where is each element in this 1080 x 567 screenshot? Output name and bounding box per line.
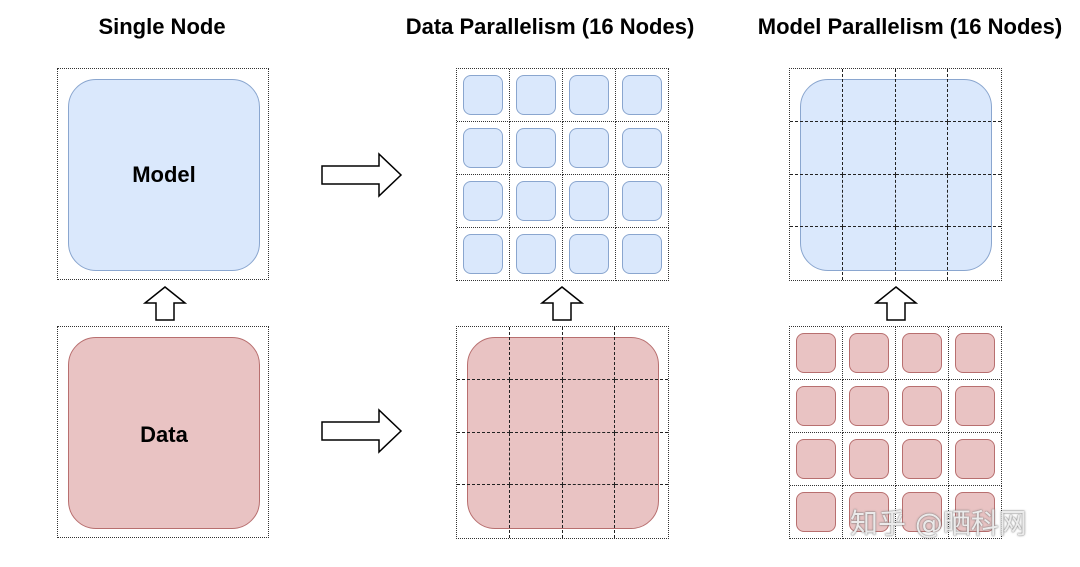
single-node-title: Single Node bbox=[98, 14, 226, 39]
model-replica bbox=[516, 234, 556, 274]
data-shard bbox=[849, 386, 889, 426]
data-shard bbox=[955, 439, 995, 479]
model-parallel-model-container bbox=[789, 68, 1002, 281]
model-replica bbox=[463, 75, 503, 115]
data-shard bbox=[849, 333, 889, 373]
data-shard bbox=[796, 492, 836, 532]
single-node-model-container: Model bbox=[57, 68, 269, 280]
model-parallelism-title: Model Parallelism (16 Nodes) bbox=[757, 14, 1063, 39]
data-shard bbox=[849, 439, 889, 479]
data-shard bbox=[955, 492, 995, 532]
data-shard bbox=[955, 386, 995, 426]
model-parallel-data-grid bbox=[789, 326, 1002, 539]
hollow-right-arrow-icon bbox=[321, 152, 403, 198]
model-replica bbox=[622, 181, 662, 221]
hollow-up-arrow-icon bbox=[540, 286, 584, 321]
hollow-up-arrow-icon bbox=[143, 286, 187, 321]
data-shard bbox=[902, 333, 942, 373]
model-replica bbox=[463, 181, 503, 221]
watermark: 知乎 @晒科网 bbox=[850, 507, 1027, 540]
data-shard bbox=[849, 492, 889, 532]
data-block bbox=[467, 337, 659, 529]
model-replica bbox=[516, 181, 556, 221]
model-replica bbox=[569, 234, 609, 274]
data-shard bbox=[902, 386, 942, 426]
data-shard bbox=[796, 386, 836, 426]
data-shard bbox=[902, 439, 942, 479]
data-block: Data bbox=[68, 337, 260, 529]
hollow-up-arrow-icon bbox=[874, 286, 918, 321]
model-replica bbox=[516, 128, 556, 168]
model-replica bbox=[622, 75, 662, 115]
data-parallelism-title: Data Parallelism (16 Nodes) bbox=[405, 14, 695, 39]
data-shard bbox=[796, 333, 836, 373]
single-node-data-container: Data bbox=[57, 326, 269, 538]
model-replica bbox=[569, 128, 609, 168]
model-block: Model bbox=[68, 79, 260, 271]
model-replica bbox=[622, 234, 662, 274]
data-parallel-data-container bbox=[456, 326, 669, 539]
data-shard bbox=[955, 333, 995, 373]
model-label: Model bbox=[132, 162, 196, 187]
model-shard-grid bbox=[790, 69, 1001, 280]
data-shard bbox=[902, 492, 942, 532]
model-block bbox=[800, 79, 992, 271]
model-replica bbox=[569, 181, 609, 221]
data-shard bbox=[796, 439, 836, 479]
hollow-right-arrow-icon bbox=[321, 408, 403, 454]
model-replica bbox=[622, 128, 662, 168]
model-replica bbox=[463, 128, 503, 168]
model-replica bbox=[569, 75, 609, 115]
data-parallel-model-grid bbox=[456, 68, 669, 281]
model-replica bbox=[516, 75, 556, 115]
data-shard-grid bbox=[457, 327, 668, 538]
model-replica bbox=[463, 234, 503, 274]
data-label: Data bbox=[140, 422, 188, 447]
